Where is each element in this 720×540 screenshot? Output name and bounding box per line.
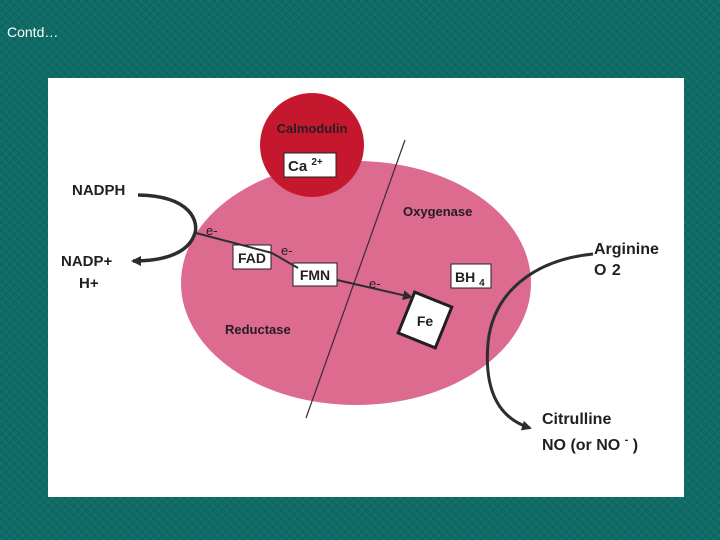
electron-flow-arrow bbox=[195, 232, 411, 297]
h-plus-label: H+ bbox=[79, 275, 99, 292]
oxygen-subscript: 2 bbox=[612, 262, 621, 279]
reductase-label: Reductase bbox=[225, 322, 291, 337]
electron-label-2: e- bbox=[281, 243, 293, 258]
oxygen-label: O 2 bbox=[594, 262, 621, 279]
nadp-plus-label: NADP+ bbox=[61, 253, 113, 270]
fe-label: Fe bbox=[417, 313, 434, 329]
slide-title: Contd… bbox=[7, 24, 59, 40]
nitric-oxide-superscript: - bbox=[625, 434, 629, 446]
calmodulin-circle bbox=[260, 93, 364, 197]
oxygenase-label: Oxygenase bbox=[403, 204, 472, 219]
fmn-box bbox=[292, 262, 338, 287]
bh4-box bbox=[450, 263, 492, 289]
calmodulin-label: Calmodulin bbox=[277, 121, 348, 136]
oxygen-symbol: O bbox=[594, 262, 606, 279]
calcium-box bbox=[283, 152, 337, 178]
enzyme-body bbox=[181, 161, 531, 405]
nitric-oxide-close: ) bbox=[633, 437, 638, 454]
fad-label: FAD bbox=[238, 250, 266, 266]
calcium-ion-symbol: Ca bbox=[288, 158, 308, 175]
bh4-subscript: 4 bbox=[479, 278, 485, 289]
diagram-panel: Calmodulin Ca 2+ Oxygenase Reductase FAD… bbox=[48, 78, 684, 497]
calcium-ion-charge: 2+ bbox=[311, 157, 323, 168]
nadph-label: NADPH bbox=[72, 182, 125, 199]
fad-box bbox=[232, 244, 272, 270]
arginine-label: Arginine bbox=[594, 241, 659, 258]
nadph-arrow bbox=[131, 193, 198, 266]
calcium-ion-label: Ca 2+ bbox=[288, 157, 323, 175]
nos-diagram: Calmodulin Ca 2+ Oxygenase Reductase FAD… bbox=[61, 93, 659, 454]
electron-label-1: e- bbox=[206, 223, 218, 238]
bh4-base: BH bbox=[455, 269, 475, 285]
nitric-oxide-text: NO (or NO bbox=[542, 437, 620, 454]
fmn-label: FMN bbox=[300, 267, 330, 283]
citrulline-label: Citrulline bbox=[542, 411, 611, 428]
arginine-arrow bbox=[485, 252, 594, 431]
bh4-label: BH 4 bbox=[455, 269, 485, 289]
electron-label-3: e- bbox=[369, 276, 381, 291]
domain-divider bbox=[305, 139, 406, 419]
nitric-oxide-label: NO (or NO - ) bbox=[542, 430, 638, 454]
